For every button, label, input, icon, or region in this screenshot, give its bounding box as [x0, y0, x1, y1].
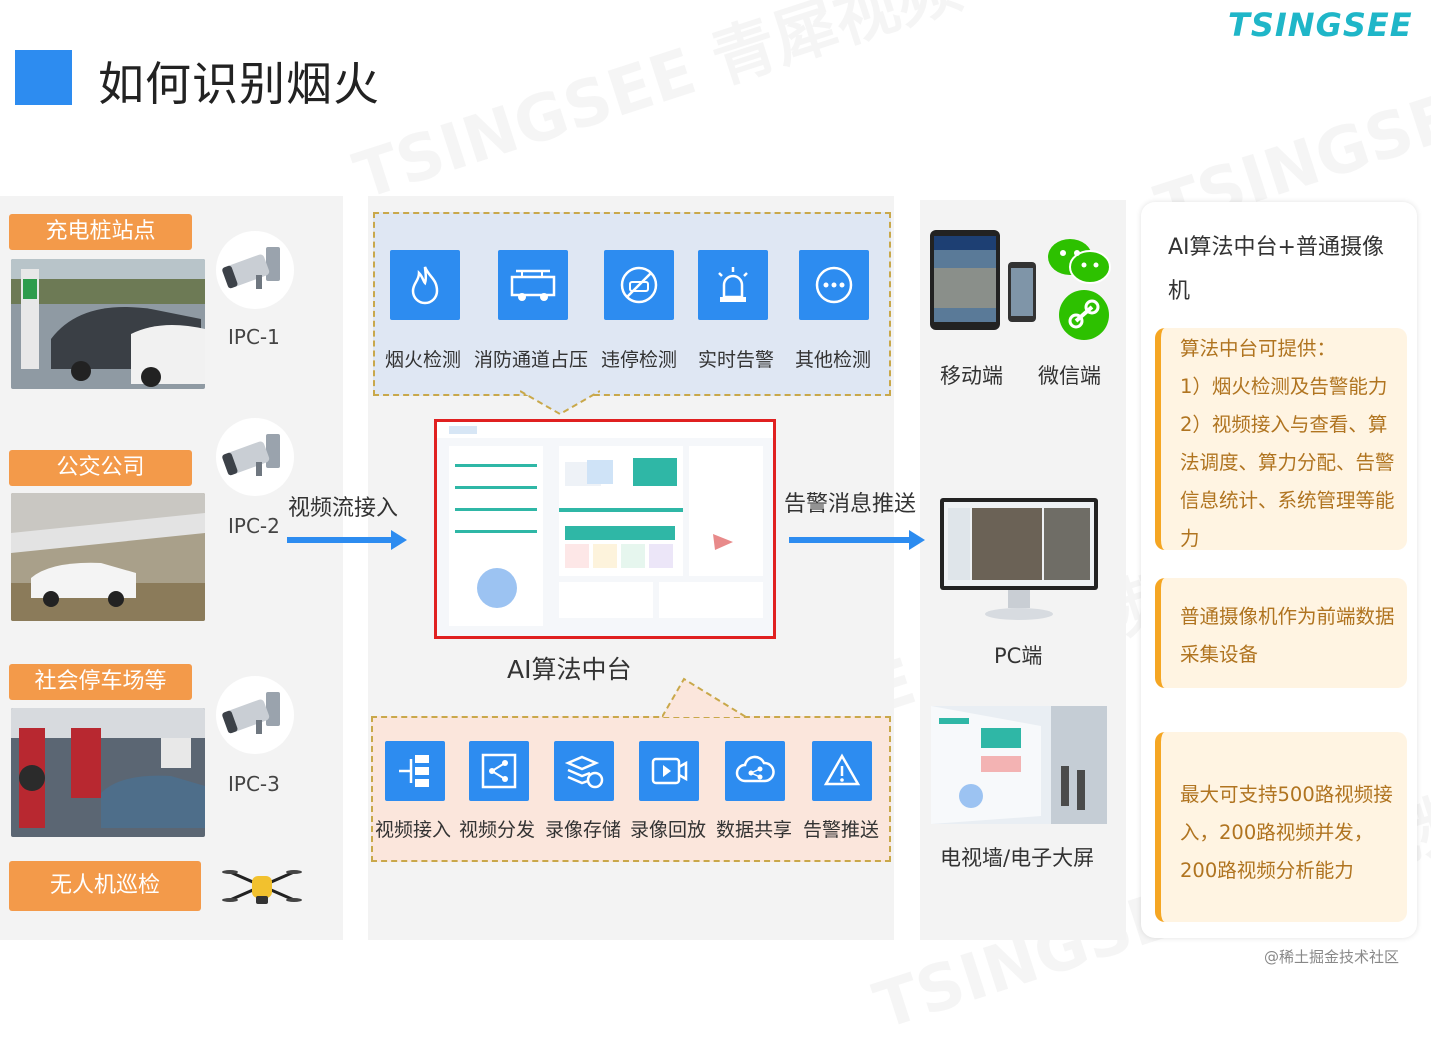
source-label-bus: 公交公司 — [9, 450, 192, 486]
bus-company-photo — [11, 493, 205, 621]
fire-icon — [390, 250, 460, 320]
video-in-label: 视频流接入 — [288, 490, 398, 522]
ai-platform-label: AI算法中台 — [507, 650, 631, 686]
video-in-arrow — [287, 528, 409, 552]
info-capabilities-item-1: 1）烟火检测及告警能力 — [1180, 368, 1404, 406]
fire-truck-icon — [498, 250, 568, 320]
warning-icon — [812, 741, 872, 801]
alarm-light-icon — [698, 250, 768, 320]
ipc-camera-2 — [216, 418, 294, 496]
tile-label-alarm-push: 告警推送 — [803, 815, 879, 842]
tile-label-fire-lane: 消防通道占压 — [474, 345, 588, 372]
client-label-pc: PC端 — [994, 640, 1042, 670]
alarm-push-arrow — [789, 528, 927, 552]
info-capacity-text: 最大可支持500路视频接入，200路视频并发，200路视频分析能力 — [1180, 776, 1398, 890]
ipc-label-2: IPC-2 — [228, 514, 280, 538]
pc-monitor-image — [938, 496, 1100, 626]
title-marker — [15, 50, 72, 105]
client-label-tv-wall: 电视墙/电子大屏 — [940, 842, 1094, 872]
tile-label-video-distribution: 视频分发 — [459, 815, 535, 842]
tile-label-data-sharing: 数据共享 — [716, 815, 792, 842]
playback-icon — [639, 741, 699, 801]
ai-platform-dashboard — [434, 419, 776, 639]
charging-station-photo — [11, 259, 205, 389]
source-label-drone: 无人机巡检 — [9, 861, 201, 911]
network-tree-icon — [385, 741, 445, 801]
info-capabilities-item-2: 2）视频接入与查看、算法调度、算力分配、告警信息统计、系统管理等能力 — [1180, 406, 1404, 558]
drone-icon — [222, 862, 302, 910]
callout-notch-bottom — [662, 675, 746, 719]
tile-label-recording-storage: 录像存储 — [545, 815, 621, 842]
ipc-camera-1 — [216, 231, 294, 309]
tile-label-fire: 烟火检测 — [385, 345, 461, 372]
ipc-label-3: IPC-3 — [228, 772, 280, 796]
watermark: TSINGSEE 青犀视频 — [341, 0, 970, 217]
summary-card-title: AI算法中台+普通摄像机 — [1168, 226, 1398, 314]
parking-lot-photo — [11, 708, 205, 837]
callout-notch-top — [520, 390, 600, 416]
mobile-device-image — [928, 228, 1038, 333]
tile-label-no-parking: 违停检测 — [601, 345, 677, 372]
page-title: 如何识别烟火 — [98, 48, 380, 114]
more-icon — [799, 250, 869, 320]
alarm-push-label: 告警消息推送 — [784, 486, 916, 518]
tile-label-realtime-alarm: 实时告警 — [698, 345, 774, 372]
info-capabilities-heading: 算法中台可提供： — [1180, 330, 1404, 368]
client-label-wechat: 微信端 — [1038, 360, 1101, 390]
client-label-mobile: 移动端 — [940, 360, 1003, 390]
wechat-icon — [1046, 235, 1112, 341]
tile-label-playback: 录像回放 — [630, 815, 706, 842]
source-label-parking: 社会停车场等 — [9, 664, 192, 700]
source-label-charging: 充电桩站点 — [9, 214, 192, 250]
ipc-camera-3 — [216, 676, 294, 754]
tile-label-video-access: 视频接入 — [375, 815, 451, 842]
info-camera-text: 普通摄像机作为前端数据采集设备 — [1180, 598, 1398, 674]
ipc-label-1: IPC-1 — [228, 325, 280, 349]
tile-label-other: 其他检测 — [795, 345, 871, 372]
storage-icon — [554, 741, 614, 801]
share-icon — [469, 741, 529, 801]
tv-wall-image — [931, 706, 1107, 824]
footer-credit: @稀土掘金技术社区 — [1264, 946, 1399, 967]
cloud-share-icon — [725, 741, 785, 801]
no-parking-icon — [604, 250, 674, 320]
brand-logo: TSINGSEE — [1228, 6, 1413, 44]
